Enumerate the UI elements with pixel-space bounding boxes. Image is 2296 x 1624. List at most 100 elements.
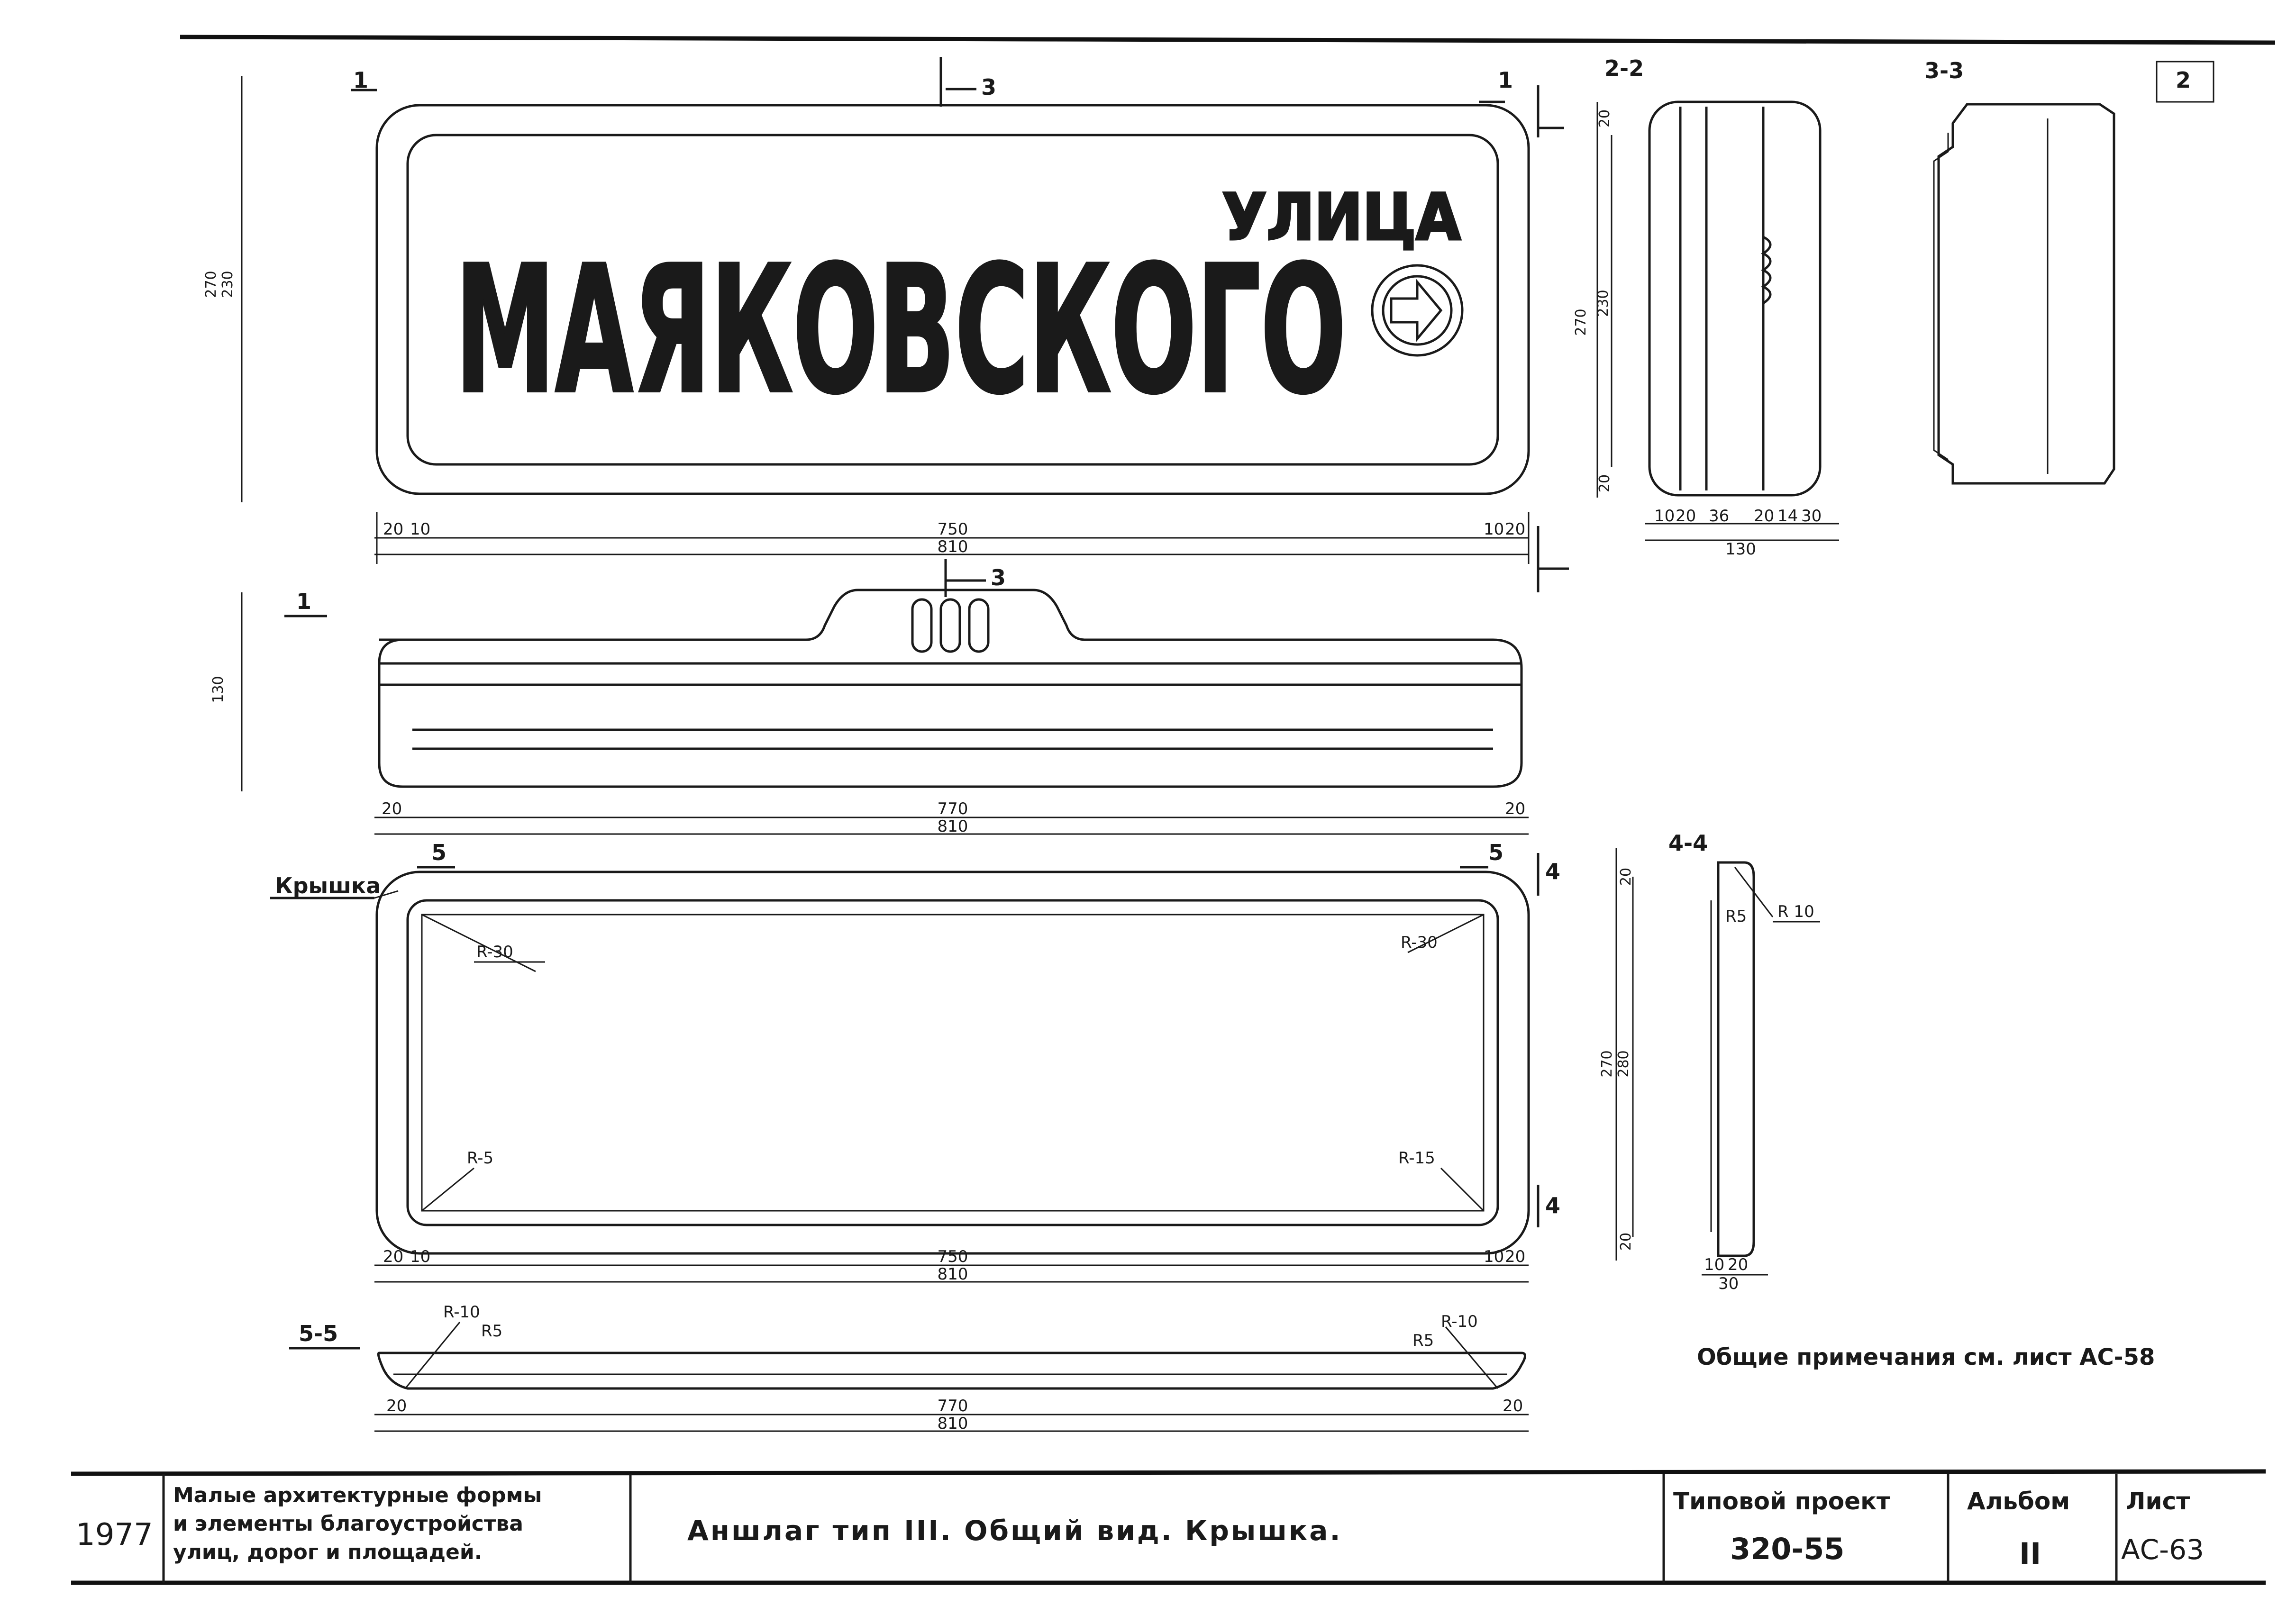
sign-inner-frame [406, 134, 1499, 466]
sheet-label: Лист [2126, 1488, 2190, 1515]
section-1-right-mark: 1 [1498, 67, 1513, 93]
album-value: II [2019, 1536, 2041, 1571]
sheet-top-border [180, 35, 2276, 45]
cover-panel [421, 914, 1485, 1212]
album-label: Альбом [1967, 1488, 2070, 1515]
dim-20-top-left: 20 [382, 799, 402, 818]
dim-10-s4: 10 [1704, 1255, 1724, 1274]
radius-r5-s4: R5 [1725, 907, 1747, 926]
project-label: Типовой проект [1673, 1488, 1890, 1515]
dim-36-s2: 36 [1709, 507, 1729, 526]
corner-stamp-mark: 2 [2176, 67, 2191, 93]
radius-r5-left-55: R5 [481, 1322, 502, 1341]
title-block-year: 1977 [76, 1517, 153, 1552]
cover-view: Крышка 5 5 R-30 R-30 R-5 R-15 4 4 20 10 … [270, 840, 1560, 1284]
section-3-mark: 3 [981, 74, 996, 100]
sign-top-word: УЛИЦА [1222, 180, 1461, 254]
org-line-3: улиц, дорог и площадей. [173, 1540, 482, 1564]
cover-label-leader [374, 890, 399, 899]
section-5-right-mark: 5 [1488, 840, 1503, 865]
section-4-4-title: 4-4 [1668, 830, 1708, 856]
dim-10-cover-left: 10 [410, 1247, 430, 1266]
org-line-2: и элементы благоустройства [173, 1512, 523, 1536]
cover-inner-frame [406, 899, 1499, 1226]
dim-750-cover: 750 [938, 1247, 968, 1266]
section-5-left-mark: 5 [431, 840, 446, 865]
section-3-3: 3-3 2 [1924, 58, 2214, 485]
radius-r10-right: R-10 [1441, 1312, 1478, 1331]
cover-outer-frame [375, 871, 1530, 1255]
top-view-loop-2 [939, 598, 961, 653]
top-view-section-3-mark: 3 [991, 565, 1006, 590]
sign-outer-frame [375, 104, 1530, 495]
dim-20-front-top: 20 [1596, 109, 1613, 127]
dim-20-cover-left: 20 [383, 1247, 403, 1266]
radius-r10-left: R-10 [443, 1303, 480, 1322]
section-2-2-body [1648, 100, 1822, 497]
dim-130-s2: 130 [1725, 540, 1756, 559]
radius-r30-right: R-30 [1401, 933, 1438, 952]
r5-leader [421, 1167, 474, 1212]
dim-810-cover: 810 [938, 1265, 968, 1284]
dim-20-55-right: 20 [1503, 1397, 1523, 1415]
dim-30-s2: 30 [1801, 507, 1822, 526]
dim-20-right: 20 [1505, 520, 1525, 539]
section-5-5: 5-5 R-10 R5 R-10 R5 20 770 810 20 [289, 1303, 1529, 1433]
radius-r10-s4: R 10 [1777, 902, 1814, 921]
section-3-3-inner [1933, 133, 1949, 461]
title-block-top-border [71, 1469, 2266, 1476]
radius-r5: R-5 [467, 1149, 493, 1168]
section-1-left-mark: 1 [353, 67, 368, 93]
radius-r30-left: R-30 [476, 943, 513, 962]
r5-leader-s4 [1734, 867, 1774, 917]
dim-810-55: 810 [938, 1414, 968, 1433]
section-4-top-mark: 4 [1545, 859, 1560, 884]
section-4-4: 4-4 R5 R 10 270 280 20 20 10 20 30 [1599, 830, 1820, 1293]
dim-810-top: 810 [938, 817, 968, 836]
dim-750: 750 [938, 520, 968, 539]
dim-20-front-bottom: 20 [1596, 474, 1613, 492]
dim-20-55-left: 20 [386, 1397, 407, 1415]
dim-10-right: 10 [1484, 520, 1504, 539]
dim-20-s4-bottom: 20 [1618, 1233, 1634, 1251]
dim-20-top-right: 20 [1505, 799, 1525, 818]
section-1-1-title: 1 [296, 589, 311, 614]
dim-810: 810 [938, 537, 968, 556]
dim-10-cover-right: 10 [1484, 1247, 1504, 1266]
direction-arrow-icon [1390, 279, 1443, 342]
title-block: 1977 Малые архитектурные формы и элемент… [71, 1469, 2266, 1585]
dim-270-front: 270 [1573, 308, 1589, 336]
radius-r15: R-15 [1398, 1149, 1435, 1168]
section-2-2-title: 2-2 [1604, 55, 1644, 81]
section-5-5-title: 5-5 [299, 1321, 338, 1346]
top-view: 1 3 20 770 810 20 130 [210, 559, 1529, 836]
drawing-title: Аншлаг тип III. Общий вид. Крышка. [687, 1515, 1342, 1547]
dim-30-s4: 30 [1718, 1274, 1739, 1293]
general-notes: Общие примечания см. лист АС-58 [1697, 1344, 2155, 1370]
dim-20-s4: 20 [1728, 1255, 1748, 1274]
sign-street-name: МАЯКОВСКОГО [455, 229, 1346, 433]
dim-230-front-left: 230 [219, 271, 236, 298]
dim-20-left: 20 [383, 520, 403, 539]
section-2-2-loops [1761, 236, 1772, 305]
front-view: УЛИЦА МАЯКОВСКОГО 3 1 1 20 10 750 810 10… [203, 57, 1613, 592]
top-view-loop-3 [968, 598, 990, 653]
dim-130-top: 130 [210, 676, 227, 703]
dim-270-front-left: 270 [203, 271, 219, 298]
radius-r5-right-55: R5 [1412, 1331, 1434, 1350]
project-value: 320-55 [1730, 1532, 1844, 1566]
direction-arrow-ring [1382, 275, 1453, 346]
dim-270-s4: 270 [1599, 1050, 1615, 1077]
dim-770-top: 770 [938, 799, 968, 818]
r30-leader-right [1407, 914, 1484, 953]
section-2-2: 2-2 10 20 36 20 14 30 130 [1604, 55, 1839, 559]
dim-10-s2: 10 [1654, 507, 1675, 526]
org-line-1: Малые архитектурные формы [173, 1483, 542, 1507]
dim-20-cover-right: 20 [1505, 1247, 1525, 1266]
cover-label: Крышка [275, 873, 381, 898]
dim-10-left: 10 [410, 520, 430, 539]
dim-20-s4-top: 20 [1618, 868, 1634, 886]
section-3-3-profile [1937, 103, 2115, 485]
top-view-loop-1 [911, 598, 933, 653]
